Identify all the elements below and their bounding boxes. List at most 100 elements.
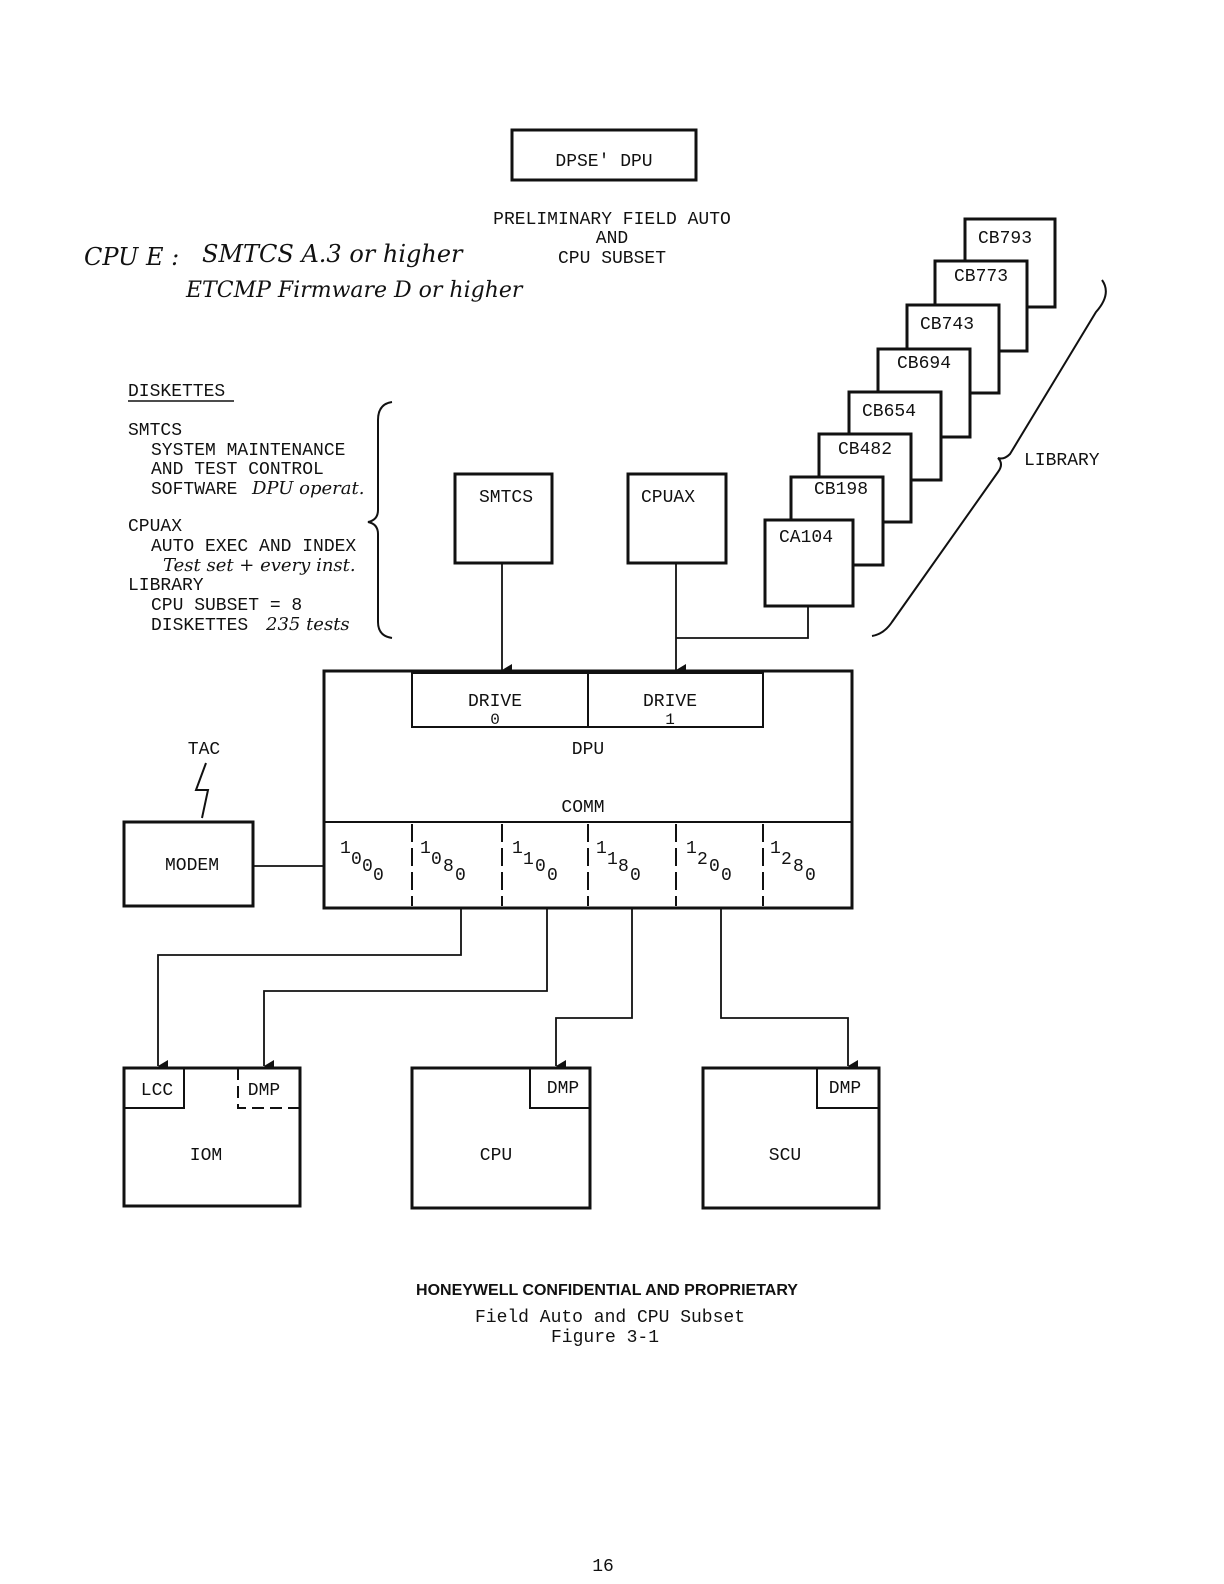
diskettes-line-system: SYSTEM MAINTENANCE [151, 441, 345, 461]
diskettes-list: DISKETTES SMTCS SYSTEM MAINTENANCE AND T… [128, 382, 393, 639]
svg-text:1: 1 [523, 850, 534, 870]
figure-caption: Field Auto and CPU Subset [475, 1308, 745, 1328]
svg-text:0: 0 [535, 857, 546, 877]
cpu-dmp-subbox [529, 1067, 591, 1109]
diskettes-brace [367, 401, 393, 639]
diskettes-line-smtcs: SMTCS [128, 421, 182, 441]
diskettes-line-diskettes: DISKETTES [151, 616, 248, 636]
svg-text:0: 0 [362, 857, 373, 877]
svg-text:1: 1 [596, 839, 607, 859]
svg-text:8: 8 [793, 857, 804, 877]
library-card-ca104 [763, 518, 855, 608]
svg-text:0: 0 [709, 857, 720, 877]
handwritten-test-note: Test set + every inst. [163, 555, 356, 576]
comm-port-1180: 1 1 8 0 [596, 839, 641, 886]
svg-text:0: 0 [455, 866, 466, 886]
diskettes-line-auto-exec: AUTO EXEC AND INDEX [151, 537, 356, 557]
dpu-box: DRIVE 0 DRIVE 1 DPU COMM 1 0 0 0 1 0 8 0… [322, 669, 854, 910]
figure-number: Figure 3-1 [551, 1328, 659, 1348]
cpu-box: DMP CPU [410, 1066, 592, 1210]
svg-text:1: 1 [770, 839, 781, 859]
svg-text:8: 8 [618, 857, 629, 877]
drive-1-number: 1 [665, 711, 675, 729]
library-card-cb773-label: CB773 [954, 267, 1008, 287]
page-number: 16 [592, 1557, 614, 1577]
smtcs-box: SMTCS [453, 472, 554, 565]
lcc-label: LCC [141, 1081, 174, 1101]
handwritten-cpu-e: CPU E : [84, 243, 179, 271]
svg-text:0: 0 [351, 850, 362, 870]
svg-text:0: 0 [721, 866, 732, 886]
diskettes-line-software: SOFTWARE [151, 480, 237, 500]
drive-connectors [501, 563, 809, 676]
handwritten-smtcs-rev: SMTCS A.3 or higher [202, 240, 464, 268]
iom-label: IOM [190, 1146, 222, 1166]
iom-box: LCC DMP IOM [122, 1066, 302, 1208]
heading: PRELIMINARY FIELD AUTO AND CPU SUBSET [493, 210, 731, 269]
lcc-subbox [123, 1067, 185, 1109]
library-card-cb198-label: CB198 [814, 480, 868, 500]
handwritten-software-note: DPU operat. [251, 478, 364, 499]
library-card-cb793-label: CB793 [978, 229, 1032, 249]
cpu-label: CPU [480, 1146, 512, 1166]
tac-label: TAC [188, 740, 221, 760]
iom-dmp-label: DMP [248, 1081, 280, 1101]
lightning-icon [194, 762, 210, 819]
tac-link: TAC [188, 740, 221, 819]
library-card-cb482-label: CB482 [838, 440, 892, 460]
comm-port-1200: 1 2 0 0 [686, 839, 732, 886]
drive-0-label: DRIVE [468, 692, 522, 712]
comm-port-1000: 1 0 0 0 [340, 839, 384, 886]
cpuax-box: CPUAX [626, 472, 728, 565]
library-label: LIBRARY [1024, 451, 1100, 471]
svg-text:0: 0 [805, 866, 816, 886]
scu-box: DMP SCU [701, 1066, 881, 1210]
modem-box: MODEM [122, 820, 324, 908]
library-card-ca104-label: CA104 [779, 528, 833, 548]
diskettes-line-library: LIBRARY [128, 576, 204, 596]
scu-label: SCU [769, 1146, 801, 1166]
comm-label: COMM [561, 798, 604, 818]
library-card-cb694-label: CB694 [897, 354, 951, 374]
drive-1-label: DRIVE [643, 692, 697, 712]
library-brace [871, 279, 1107, 637]
cpu-dmp-label: DMP [547, 1079, 579, 1099]
cpuax-box-label: CPUAX [641, 488, 695, 508]
svg-text:1: 1 [420, 839, 431, 859]
svg-text:1: 1 [340, 839, 351, 859]
comm-port-1080: 1 0 8 0 [420, 839, 466, 886]
comm-port-1280: 1 2 8 0 [770, 839, 816, 886]
handwritten-tests-note: 235 tests [265, 614, 350, 635]
scu-dmp-label: DMP [829, 1079, 861, 1099]
title-box-label: DPSE' DPU [555, 152, 652, 172]
svg-text:8: 8 [443, 857, 454, 877]
heading-line-3: CPU SUBSET [558, 249, 666, 269]
svg-text:0: 0 [431, 850, 442, 870]
diskettes-line-and-test: AND TEST CONTROL [151, 460, 324, 480]
svg-text:0: 0 [630, 866, 641, 886]
handwritten-etcmp-firmware: ETCMP Firmware D or higher [185, 278, 524, 303]
modem-label: MODEM [165, 856, 219, 876]
library-stack: CB793 CB773 CB743 CB694 CB654 CB482 CB19… [763, 217, 1107, 637]
title-box: DPSE' DPU [510, 128, 698, 182]
diskettes-header: DISKETTES [128, 382, 225, 402]
diskettes-line-cpuax: CPUAX [128, 517, 182, 537]
svg-text:2: 2 [697, 850, 708, 870]
svg-text:2: 2 [781, 850, 792, 870]
library-card-cb654-label: CB654 [862, 402, 916, 422]
drive-0-number: 0 [490, 711, 500, 729]
heading-line-1: PRELIMINARY FIELD AUTO [493, 210, 731, 230]
confidential-notice: HONEYWELL CONFIDENTIAL AND PROPRIETARY [416, 1282, 798, 1299]
footer: HONEYWELL CONFIDENTIAL AND PROPRIETARY F… [416, 1282, 798, 1577]
smtcs-box-label: SMTCS [479, 488, 533, 508]
handwritten-notes: CPU E : SMTCS A.3 or higher ETCMP Firmwa… [84, 240, 524, 303]
svg-text:1: 1 [686, 839, 697, 859]
comm-connectors [157, 908, 858, 1072]
library-card-cb743-label: CB743 [920, 315, 974, 335]
svg-text:0: 0 [547, 866, 558, 886]
svg-text:0: 0 [373, 866, 384, 886]
heading-line-2: AND [596, 229, 628, 249]
dpu-label: DPU [572, 740, 604, 760]
scu-dmp-subbox [816, 1067, 880, 1109]
